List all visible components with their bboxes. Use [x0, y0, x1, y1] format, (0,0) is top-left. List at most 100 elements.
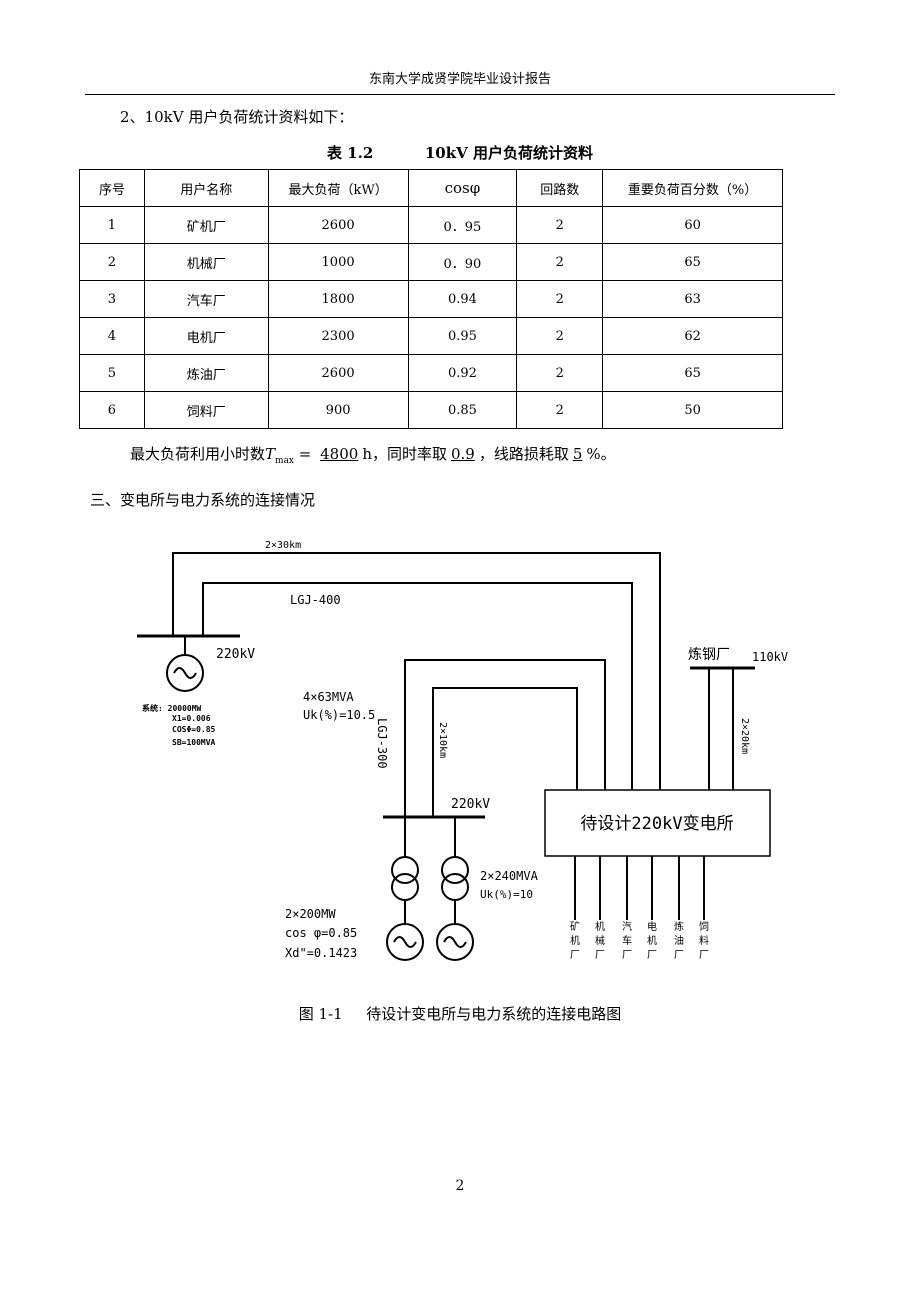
- cell-circuits: 2: [516, 391, 604, 429]
- feeder-4-char-2: 厂: [647, 950, 657, 961]
- steel-bus-voltage: 110kV: [752, 650, 788, 664]
- cell-cos-phi: 0.94: [407, 280, 518, 318]
- section-2-heading: 2、10kV 用户负荷统计资料如下：: [120, 108, 354, 126]
- feeder-2-char-2: 厂: [595, 950, 605, 961]
- cell-cos-phi: 0.92: [407, 354, 518, 392]
- cell-circuits: 2: [516, 206, 604, 244]
- cell-max-load: 2600: [267, 354, 409, 392]
- cell-circuits: 2: [516, 317, 604, 355]
- feeder-6-char-1: 料: [699, 934, 709, 947]
- feeder-2-char-1: 械: [595, 934, 605, 947]
- cell-cos-phi: 0．90: [407, 243, 518, 281]
- col-header-index: 序号: [79, 169, 145, 207]
- cell-user-name: 机械厂: [143, 243, 269, 281]
- system-sine-icon: [173, 667, 197, 679]
- feeder-4-char-0: 电: [647, 920, 657, 933]
- feeder-1-char-0: 矿: [570, 920, 580, 933]
- system-param-2: COSΦ=0.85: [172, 725, 216, 734]
- table-row: 1 矿机厂 2600 0．95 2 60: [79, 206, 783, 244]
- system-bus-voltage: 220kV: [216, 647, 255, 662]
- col-header-cos-phi: cosφ: [407, 169, 518, 207]
- page-header: 东南大学成贤学院毕业设计报告: [368, 72, 551, 87]
- cell-index: 5: [79, 354, 145, 392]
- steel-plant-label: 炼钢厂: [688, 647, 730, 663]
- feeder-6-char-0: 饲: [699, 920, 709, 933]
- cell-user-name: 矿机厂: [143, 206, 269, 244]
- cell-index: 4: [79, 317, 145, 355]
- cell-cos-phi: 0.85: [407, 391, 518, 429]
- col-header-max-load: 最大负荷（kW）: [267, 169, 409, 207]
- feeder-1-char-2: 厂: [570, 950, 580, 961]
- cell-max-load: 900: [267, 391, 409, 429]
- feeder-3-char-0: 汽: [622, 920, 632, 933]
- figure-label: 图 1-1: [298, 1005, 343, 1023]
- system-param-0: 系统: 20000MW: [142, 703, 202, 713]
- cell-cos-phi: 0.95: [407, 317, 518, 355]
- substation-label: 待设计220kV变电所: [580, 814, 733, 834]
- gen-param-0: 2×200MW: [285, 907, 336, 921]
- gen-transformer-uk: Uk(%)=10: [480, 888, 533, 901]
- line-loss-value: 5: [572, 445, 583, 463]
- lgj400-label: LGJ-400: [290, 593, 341, 607]
- feeder-3-char-1: 车: [622, 934, 632, 947]
- cell-important-load: 50: [602, 391, 783, 429]
- table-caption-title: 10kV 用户负荷统计资料: [424, 144, 594, 162]
- tmax-symbol: T: [265, 445, 276, 463]
- cell-index: 2: [79, 243, 145, 281]
- col-header-circuits: 回路数: [516, 169, 604, 207]
- transformer-2b-icon: [441, 873, 469, 901]
- gen-param-1: cos φ=0.85: [285, 926, 357, 940]
- cell-max-load: 2600: [267, 206, 409, 244]
- feeder-2-char-0: 机: [595, 920, 605, 933]
- table-row: 6 饲料厂 900 0.85 2 50: [79, 391, 783, 429]
- line-20km-label: 2×20km: [739, 718, 750, 754]
- cell-circuits: 2: [516, 243, 604, 281]
- table-caption-label: 表 1.2: [326, 144, 374, 162]
- figure-title: 待设计变电所与电力系统的连接电路图: [366, 1005, 622, 1023]
- cell-index: 1: [79, 206, 145, 244]
- transformer-group-uk: Uk(%)=10.5: [303, 708, 375, 722]
- transformer-1a-icon: [391, 856, 419, 884]
- line-30km-outer: [172, 552, 661, 790]
- line-10km-outer: [404, 659, 606, 817]
- generator-1-icon: [386, 923, 424, 961]
- note-mid: ，线路损耗取: [478, 445, 569, 463]
- lgj300-label: LGJ-300: [375, 718, 389, 769]
- cell-index: 6: [79, 391, 145, 429]
- section-3-heading: 三、变电所与电力系统的连接情况: [90, 491, 316, 509]
- table-row: 2 机械厂 1000 0．90 2 65: [79, 243, 783, 281]
- system-param-3: SB=100MVA: [172, 738, 216, 747]
- cell-important-load: 62: [602, 317, 783, 355]
- generator-2-icon: [436, 923, 474, 961]
- transformer-group-label: 4×63MVA: [303, 690, 354, 704]
- generator-1-sine-icon: [393, 936, 417, 948]
- feeder-3-char-2: 厂: [622, 950, 632, 961]
- load-table: 序号 用户名称 最大负荷（kW） cosφ 回路数 重要负荷百分数（%） 1 矿…: [79, 169, 783, 429]
- note-suffix: %。: [586, 445, 616, 463]
- line-30km-label: 2×30km: [265, 540, 301, 551]
- figure-caption: 图 1-1 待设计变电所与电力系统的连接电路图: [0, 1003, 920, 1024]
- cell-index: 3: [79, 280, 145, 318]
- gen-param-2: Xd"=0.1423: [285, 946, 357, 960]
- feeder-5-char-0: 炼: [674, 920, 684, 933]
- header-divider: [85, 94, 835, 95]
- cell-user-name: 汽车厂: [143, 280, 269, 318]
- feeder-6-char-2: 厂: [699, 950, 709, 961]
- system-generator-icon: [166, 654, 204, 692]
- substation-box: [544, 789, 771, 857]
- plant-bus-voltage: 220kV: [451, 797, 490, 812]
- table-caption: 表 1.2 10kV 用户负荷统计资料: [0, 142, 920, 163]
- cell-user-name: 炼油厂: [143, 354, 269, 392]
- generator-2-sine-icon: [443, 936, 467, 948]
- transformer-1b-icon: [391, 873, 419, 901]
- simultaneity-value: 0.9: [450, 445, 475, 463]
- feeder-5-char-1: 油: [674, 934, 684, 947]
- feeder-1-char-1: 机: [570, 934, 580, 947]
- transformer-2a-icon: [441, 856, 469, 884]
- tmax-subscript: max: [275, 456, 295, 466]
- table-row: 5 炼油厂 2600 0.92 2 65: [79, 354, 783, 392]
- feeder-4-char-1: 机: [647, 934, 657, 947]
- line-10km-inner: [432, 687, 578, 817]
